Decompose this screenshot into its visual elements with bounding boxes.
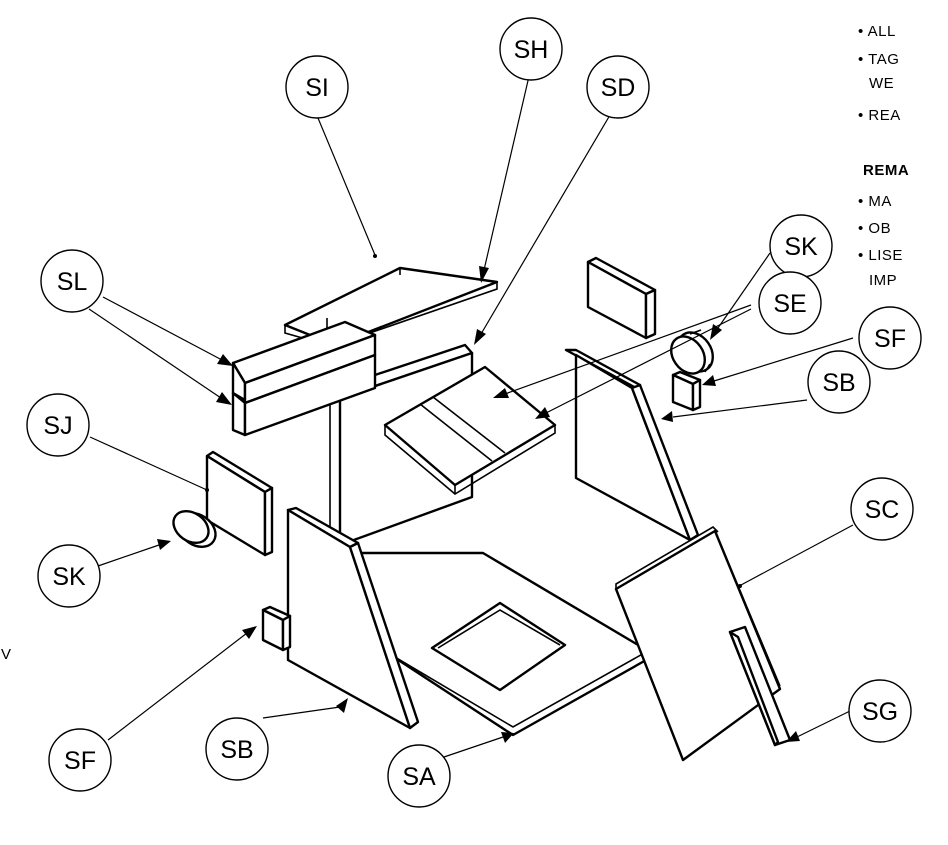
balloon-sl-label: SL	[57, 268, 88, 296]
balloon-sc-label: SC	[865, 496, 900, 524]
note-line-6: • OB	[858, 220, 891, 237]
leader-lines	[88, 71, 854, 758]
balloon-si-label: SI	[305, 74, 329, 102]
part-sf-small-block-right	[671, 370, 702, 412]
balloon-sl: SL	[40, 249, 104, 313]
note-line-2: • TAG	[858, 51, 899, 68]
part-sa-base-plate	[358, 551, 657, 737]
balloon-sk-left: SK	[37, 544, 101, 608]
balloon-sf-right: SF	[858, 306, 922, 370]
part-square-spacer	[586, 256, 657, 340]
balloon-sd-label: SD	[601, 74, 636, 102]
balloon-sh-label: SH	[514, 36, 549, 64]
balloon-si: SI	[285, 55, 349, 119]
part-sb-left-side-panel	[286, 506, 420, 730]
part-sj-square-panel	[205, 450, 274, 557]
balloon-sa: SA	[387, 744, 451, 808]
part-se-slotted-bracket	[383, 365, 557, 495]
stray-letter: V	[1, 646, 12, 663]
balloon-sg: SG	[848, 679, 912, 743]
note-line-5: • MA	[858, 193, 892, 210]
balloon-sf-left-label: SF	[64, 747, 96, 775]
balloon-se-label: SE	[773, 290, 806, 318]
notes-block: • ALL • TAG WE • REA REMA • MA • OB • LI…	[858, 23, 909, 289]
note-line-4: • REA	[858, 107, 901, 124]
balloon-sk-top: SK	[769, 214, 833, 278]
balloon-sf-left: SF	[48, 728, 112, 792]
balloon-sh: SH	[499, 17, 563, 81]
balloon-sk-left-label: SK	[52, 563, 86, 591]
part-sb-right-side-panel	[564, 348, 700, 542]
part-sk-knob-left	[172, 509, 217, 549]
balloon-sg-label: SG	[862, 698, 898, 726]
balloon-sj: SJ	[26, 393, 90, 457]
note-line-1: • ALL	[858, 23, 896, 40]
balloon-sb-left: SB	[205, 717, 269, 781]
balloon-sb-left-label: SB	[220, 736, 253, 764]
balloon-sb-right: SB	[807, 350, 871, 414]
part-sf-small-block-left	[261, 605, 292, 652]
balloon-sa-label: SA	[402, 763, 436, 791]
balloon-sd: SD	[586, 55, 650, 119]
balloon-se: SE	[758, 271, 822, 335]
balloon-sj-label: SJ	[43, 412, 72, 440]
balloon-sb-right-label: SB	[822, 369, 855, 397]
balloon-sf-right-label: SF	[874, 325, 906, 353]
balloon-sk-top-label: SK	[784, 233, 818, 261]
part-sl-stacked-boards	[231, 320, 377, 437]
note-line-8: IMP	[869, 272, 897, 289]
note-line-3: WE	[869, 75, 894, 92]
balloon-sc: SC	[850, 477, 914, 541]
notes-heading: REMA	[863, 162, 909, 179]
part-sc-front-panel	[614, 525, 782, 762]
note-line-7: • LISE	[858, 247, 903, 264]
